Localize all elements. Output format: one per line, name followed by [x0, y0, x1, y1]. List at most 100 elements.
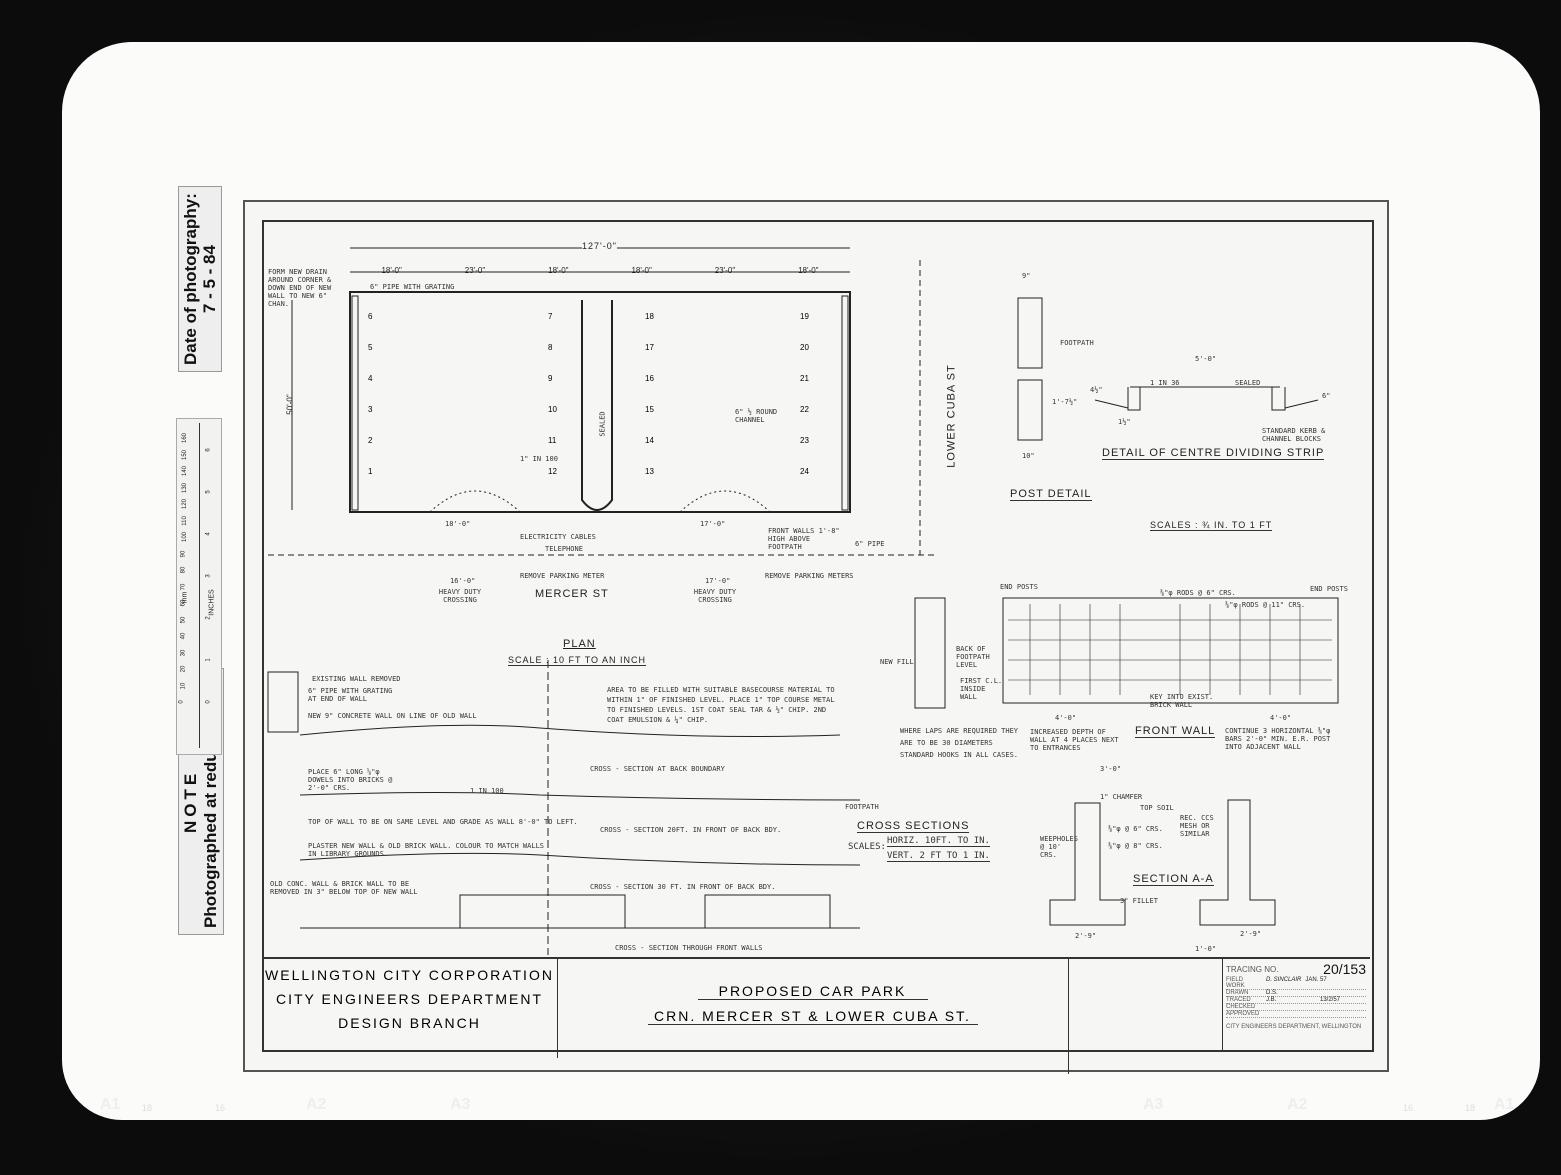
row-value: J.B.: [1266, 997, 1277, 1003]
bay-number: 18: [645, 312, 654, 321]
bay-number: 7: [548, 312, 553, 321]
bay-dim: 18'-0": [381, 266, 402, 275]
section-aa-label: 3" FILLET: [1120, 897, 1158, 905]
plan-scale: SCALE : 10 FT TO AN INCH: [508, 655, 647, 666]
plan-note: SEALED: [598, 411, 607, 437]
cross-section-3: [299, 852, 861, 866]
bay-number: 20: [800, 343, 809, 352]
bay-number: 8: [548, 343, 553, 352]
org-line-3: DESIGN BRANCH: [338, 1015, 481, 1031]
margin-label: A1: [100, 1096, 121, 1113]
front-wall-label: END POSTS: [1310, 585, 1348, 593]
section-aa-wall-2: [1199, 799, 1276, 926]
crossing-dim: 18'-0": [445, 520, 471, 528]
row-label: TRACED: [1226, 997, 1251, 1003]
post-detail-top: [1017, 297, 1043, 369]
street-lower-cuba: LOWER CUBA ST: [945, 364, 958, 468]
bay-number: 24: [800, 467, 809, 476]
row-label: APPROVED: [1226, 1011, 1260, 1017]
bay-number: 6: [368, 312, 373, 321]
crossing-arc-1: [429, 490, 521, 513]
project-line-2: CRN. MERCER ST & LOWER CUBA ST.: [647, 1008, 978, 1025]
cross-section-note: FOOTPATH: [845, 803, 879, 811]
front-wall-dim: 4'-0": [1055, 714, 1077, 722]
bay-number: 1: [368, 467, 373, 476]
section-aa-label: WEEPHOLES @ 10' CRS.: [1040, 835, 1078, 859]
post-detail-bottom: [1017, 379, 1043, 441]
post-detail-note: FOOTPATH: [1060, 339, 1094, 347]
tracing-row: CHECKED: [1226, 1004, 1366, 1011]
cross-section-note: AREA TO BE FILLED WITH SUITABLE BASECOUR…: [607, 686, 835, 724]
bay-number: 3: [368, 405, 373, 414]
plan-title: PLAN: [563, 638, 596, 650]
cross-section-note: EXISTING WALL REMOVED: [312, 675, 401, 683]
cross-section-caption: CROSS - SECTION 20FT. IN FRONT OF BACK B…: [600, 826, 782, 834]
centre-dividing-strip: [581, 300, 613, 511]
cross-section-note: TOP OF WALL TO BE ON SAME LEVEL AND GRAD…: [308, 818, 578, 826]
section-aa-dim: 2'-9": [1075, 932, 1097, 940]
section-aa-title: SECTION A-A: [1133, 873, 1214, 886]
section-aa-label: 1" CHAMFER: [1100, 793, 1143, 801]
crossing-label: HEAVY DUTY CROSSING: [693, 588, 737, 604]
front-wall-label: ⅜"φ RODS @ 11" CRS.: [1225, 601, 1306, 609]
margin-label: A2: [306, 1096, 327, 1113]
cross-section-caption: CROSS - SECTION THROUGH FRONT WALLS: [615, 944, 763, 952]
bay-number: 16: [645, 374, 654, 383]
section-aa-label: ⅜"φ @ 8" CRS.: [1108, 842, 1163, 850]
tracing-row: TRACED J.B. 13/2/57: [1226, 997, 1366, 1004]
west-wall: [351, 295, 359, 511]
row-label: DRAWN: [1226, 990, 1249, 996]
section-aa-wall-1: [1049, 802, 1126, 926]
street-mercer: MERCER ST: [535, 588, 609, 600]
margin-label: 18: [1465, 1103, 1476, 1113]
drawing-sheet: [243, 200, 1389, 1072]
post-dim: 9": [1022, 272, 1031, 280]
crossing-dim: 16'-0": [450, 577, 476, 585]
front-wall-dim: 4'-0": [1270, 714, 1292, 722]
row-date: 13/2/57: [1320, 997, 1341, 1003]
details-scale: SCALES : ¾ IN. TO 1 FT: [1150, 520, 1273, 531]
crossing-label: HEAVY DUTY CROSSING: [438, 588, 482, 604]
front-wall-note: WHERE LAPS ARE REQUIRED THEY ARE TO BE 3…: [900, 727, 1019, 759]
cross-section-note: 6" PIPE WITH GRATING AT END OF WALL: [308, 687, 393, 703]
centre-strip-section: [1094, 386, 1319, 411]
bay-dim: 18'-0": [631, 266, 652, 275]
centre-strip-slope: 1 IN 36: [1150, 379, 1180, 387]
post-detail-title: POST DETAIL: [1010, 488, 1092, 501]
front-wall-label: NEW FILL: [880, 658, 914, 666]
section-aa-dim: 1'-0": [1195, 945, 1217, 953]
centre-strip-kerb-note: STANDARD KERB & CHANNEL BLOCKS: [1262, 427, 1326, 443]
cross-section-4: [300, 894, 860, 929]
title-block-organisation: WELLINGTON CITY CORPORATION CITY ENGINEE…: [262, 959, 558, 1058]
plan-note: FORM NEW DRAIN AROUND CORNER & DOWN END …: [268, 268, 332, 308]
front-wall-label: ⅜"φ RODS @ 6" CRS.: [1160, 589, 1236, 597]
centre-strip-kerb-depth: 4½": [1090, 386, 1103, 394]
row-label: CHECKED: [1226, 1004, 1256, 1010]
bay-number: 13: [645, 467, 654, 476]
plan-note: 6" ½ ROUND CHANNEL: [735, 408, 778, 424]
plan-note: 6" PIPE: [855, 540, 885, 548]
centre-strip-sealed: SEALED: [1235, 379, 1261, 387]
crossing-dim: 17'-0": [705, 577, 731, 585]
crossing-arc-2: [679, 490, 771, 513]
title-block-project: PROPOSED CAR PARK CRN. MERCER ST & LOWER…: [557, 959, 1069, 1074]
plan-depth-dim: 50'-0": [285, 394, 295, 415]
bay-dim: 23'-0": [464, 266, 486, 275]
bay-number: 21: [800, 374, 809, 383]
margin-label: 18: [142, 1103, 153, 1113]
front-wall-label: FIRST C.L. INSIDE WALL: [960, 677, 1003, 701]
tracing-footer: CITY ENGINEERS DEPARTMENT, WELLINGTON: [1226, 1024, 1362, 1030]
margin-label: A2: [1287, 1096, 1308, 1113]
row-value: D. SINCLAIR: [1266, 977, 1302, 983]
cross-section-note: NEW 9" CONCRETE WALL ON LINE OF OLD WALL: [308, 712, 477, 720]
cross-section-caption: CROSS - SECTION AT BACK BOUNDARY: [590, 765, 725, 773]
bay-number: 12: [548, 467, 557, 476]
bay-number: 4: [368, 374, 373, 383]
